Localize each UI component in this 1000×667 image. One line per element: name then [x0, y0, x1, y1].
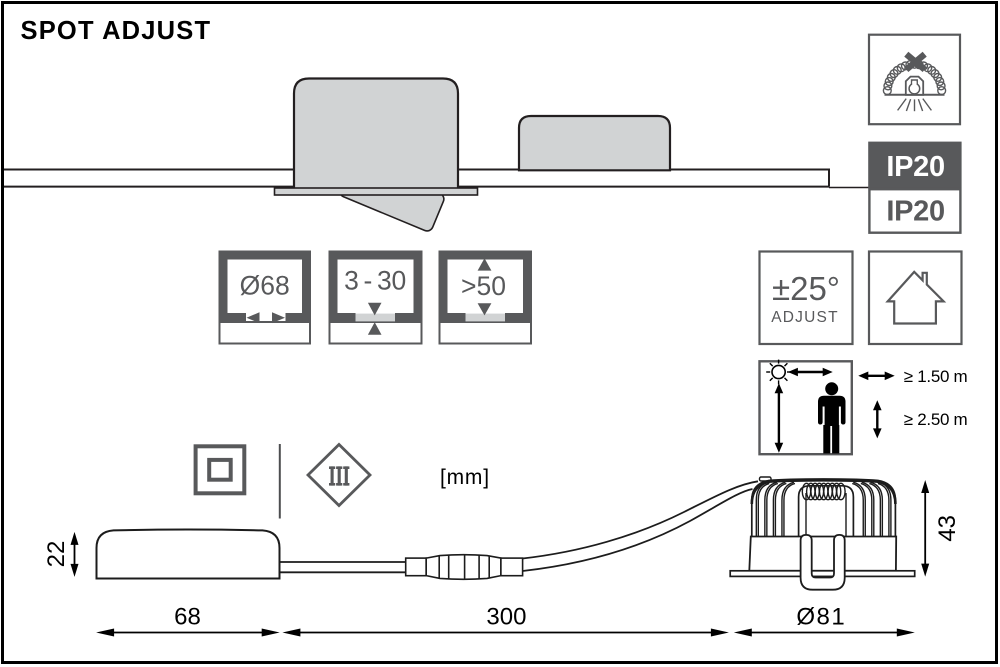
svg-text:300: 300 [486, 604, 526, 631]
svg-text:22: 22 [43, 541, 70, 568]
svg-text:SPOT ADJUST: SPOT ADJUST [21, 17, 212, 45]
svg-text:≥ 2.50 m: ≥ 2.50 m [904, 410, 968, 429]
svg-text:Ø68: Ø68 [240, 271, 290, 301]
svg-text:ADJUST: ADJUST [771, 309, 838, 326]
svg-text:±25°: ±25° [772, 270, 840, 307]
svg-text:3 - 30: 3 - 30 [344, 266, 406, 296]
svg-text:43: 43 [934, 515, 961, 542]
svg-text:IP20: IP20 [886, 196, 944, 228]
svg-text:≥ 1.50 m: ≥ 1.50 m [904, 367, 968, 386]
svg-text:[mm]: [mm] [440, 466, 490, 489]
svg-text:IP20: IP20 [886, 151, 944, 183]
svg-text:Ø81: Ø81 [796, 604, 846, 631]
svg-text:>50: >50 [461, 271, 506, 301]
svg-text:68: 68 [174, 604, 201, 631]
